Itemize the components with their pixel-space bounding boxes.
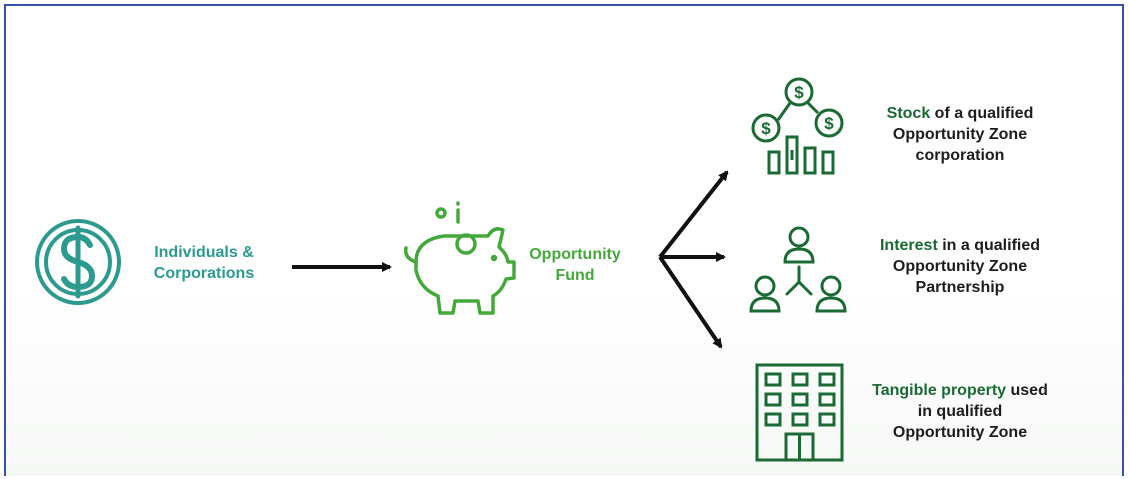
diagram-frame bbox=[4, 4, 1124, 476]
arrow-to-stock bbox=[658, 170, 729, 259]
fund-label-line1: Opportunity bbox=[529, 246, 621, 263]
dollar-circle-icon bbox=[35, 219, 121, 305]
branch-arrows bbox=[658, 170, 729, 349]
outcome-interest-highlight: Interest bbox=[879, 237, 938, 254]
outcome-interest-label: Interest in a qualified Opportunity Zone… bbox=[855, 235, 1065, 298]
svg-text:$: $ bbox=[824, 114, 834, 133]
svg-text:$: $ bbox=[761, 119, 771, 138]
fund-label-line2: Fund bbox=[555, 267, 595, 284]
outcome-stock-highlight: Stock bbox=[886, 105, 931, 122]
outcome-interest-line3: Partnership bbox=[915, 279, 1005, 296]
source-label-line1: Individuals & bbox=[154, 244, 254, 261]
outcome-property-line3: Opportunity Zone bbox=[892, 424, 1028, 441]
arrow-to-property bbox=[658, 255, 723, 349]
source-label: Individuals & Corporations bbox=[134, 242, 274, 284]
fund-label: Opportunity Fund bbox=[510, 244, 640, 286]
outcome-stock-line1: of a qualified bbox=[930, 105, 1034, 122]
office-building-icon bbox=[755, 363, 844, 462]
outcome-interest-line2: Opportunity Zone bbox=[892, 258, 1028, 275]
piggy-bank-icon bbox=[403, 201, 516, 315]
outcome-property-line2: in qualified bbox=[917, 403, 1003, 420]
outcome-stock-line3: corporation bbox=[915, 147, 1005, 164]
outcome-stock-line2: Opportunity Zone bbox=[892, 126, 1028, 143]
people-network-icon bbox=[749, 226, 847, 313]
outcome-property-line1: used bbox=[1006, 382, 1048, 399]
svg-text:$: $ bbox=[794, 83, 804, 102]
outcome-property-highlight: Tangible property bbox=[872, 382, 1007, 399]
outcome-stock-label: Stock of a qualified Opportunity Zone co… bbox=[855, 103, 1065, 166]
outcome-property-label: Tangible property used in qualified Oppo… bbox=[850, 380, 1070, 443]
source-label-line2: Corporations bbox=[153, 265, 255, 282]
outcome-interest-line1: in a qualified bbox=[937, 237, 1041, 254]
coins-and-bars-icon: $ $ $ bbox=[751, 77, 844, 175]
